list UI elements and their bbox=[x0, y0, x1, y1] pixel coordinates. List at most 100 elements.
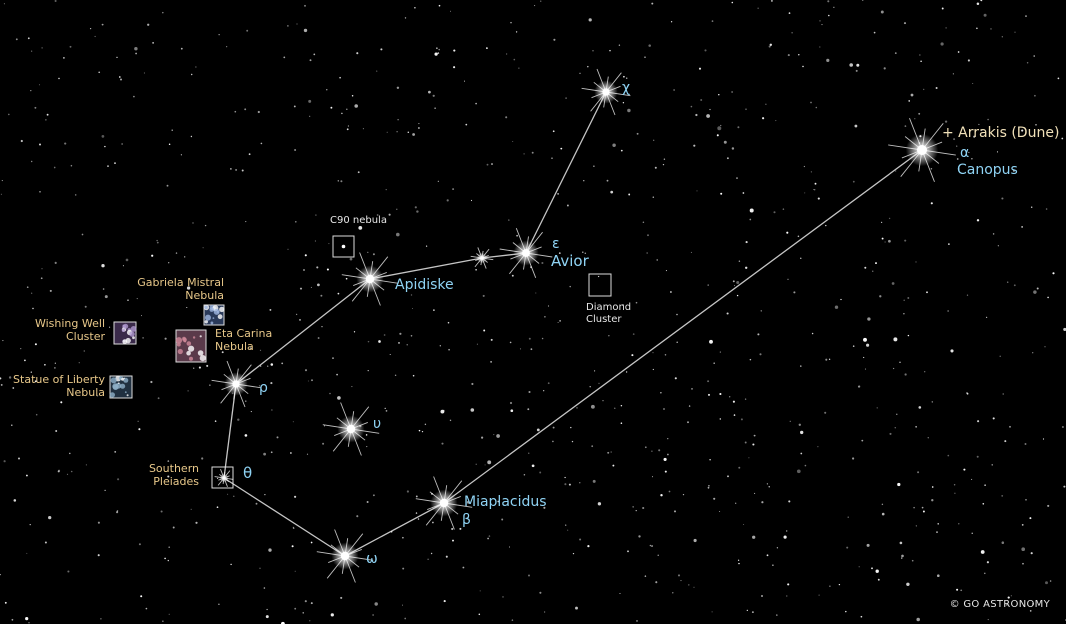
background-star bbox=[857, 385, 860, 388]
background-star bbox=[632, 333, 635, 335]
background-star bbox=[980, 0, 983, 1]
star-label-canopus-note: + Arrakis (Dune) bbox=[942, 125, 1060, 141]
star-spike bbox=[415, 498, 445, 504]
background-star bbox=[1044, 346, 1046, 348]
background-star bbox=[267, 365, 269, 367]
star-spike bbox=[888, 144, 923, 151]
star-label-miaplacidus-greek: β bbox=[462, 512, 471, 528]
background-star bbox=[800, 430, 804, 435]
background-star bbox=[1057, 77, 1060, 80]
background-star bbox=[622, 102, 625, 104]
background-star bbox=[917, 471, 920, 474]
background-star bbox=[410, 294, 413, 296]
background-star bbox=[635, 509, 637, 512]
background-star bbox=[838, 583, 841, 586]
background-star bbox=[452, 188, 455, 191]
star-spike bbox=[474, 257, 483, 268]
background-star bbox=[404, 17, 407, 19]
background-star bbox=[804, 192, 806, 194]
background-star bbox=[557, 192, 560, 195]
background-star bbox=[204, 224, 207, 227]
background-star bbox=[2, 340, 4, 342]
background-star bbox=[372, 253, 375, 256]
dso-label-wishing-well: Wishing Well Cluster bbox=[35, 317, 105, 343]
background-star bbox=[893, 337, 898, 342]
background-star bbox=[415, 495, 418, 498]
background-star bbox=[98, 71, 101, 74]
background-star bbox=[118, 76, 121, 78]
background-star bbox=[547, 382, 550, 385]
background-star bbox=[534, 5, 536, 7]
background-star bbox=[250, 411, 252, 413]
background-star bbox=[895, 170, 897, 172]
background-star bbox=[565, 97, 567, 99]
dso-thumb-speck bbox=[109, 392, 116, 398]
background-star bbox=[920, 60, 922, 62]
background-star bbox=[433, 309, 435, 311]
background-star bbox=[978, 123, 980, 126]
background-star bbox=[171, 129, 173, 131]
star-label-omega: ω bbox=[366, 551, 378, 567]
background-star bbox=[1021, 547, 1026, 552]
background-star bbox=[589, 385, 591, 388]
background-star bbox=[97, 554, 100, 557]
background-star bbox=[53, 166, 56, 169]
star-spike bbox=[900, 149, 923, 177]
background-star bbox=[753, 434, 756, 437]
background-star bbox=[367, 340, 370, 343]
background-star bbox=[340, 596, 343, 599]
background-star bbox=[510, 409, 514, 413]
background-star bbox=[658, 449, 661, 452]
background-star bbox=[0, 383, 3, 386]
dso-thumb-speck bbox=[219, 306, 225, 313]
background-star bbox=[558, 252, 561, 254]
background-star bbox=[980, 129, 983, 132]
background-star bbox=[863, 356, 865, 359]
background-star bbox=[337, 180, 340, 182]
background-star bbox=[866, 343, 870, 347]
background-star bbox=[716, 134, 719, 137]
star-spike bbox=[220, 469, 225, 479]
background-star bbox=[15, 38, 18, 41]
background-star bbox=[55, 430, 58, 432]
background-star bbox=[292, 526, 294, 529]
background-star bbox=[861, 439, 864, 442]
background-star bbox=[736, 280, 740, 285]
background-star bbox=[145, 607, 148, 610]
background-star bbox=[956, 145, 958, 147]
background-star bbox=[828, 358, 831, 360]
dso-label-southern-pleiades: Southern Pleiades bbox=[149, 462, 199, 488]
background-star bbox=[707, 486, 710, 489]
background-star bbox=[644, 446, 647, 449]
background-star bbox=[104, 145, 106, 148]
background-star bbox=[642, 506, 645, 510]
background-star bbox=[1004, 440, 1007, 443]
background-star bbox=[304, 600, 307, 603]
background-star bbox=[356, 515, 359, 518]
background-star bbox=[665, 270, 667, 272]
background-star bbox=[693, 586, 695, 588]
background-star bbox=[116, 56, 118, 59]
background-star bbox=[881, 512, 885, 516]
star-upsilon bbox=[322, 402, 380, 456]
background-star bbox=[752, 443, 755, 446]
background-star bbox=[984, 484, 986, 486]
background-star bbox=[847, 516, 849, 518]
deep-sky-markers bbox=[109, 235, 612, 489]
background-star bbox=[168, 262, 170, 264]
star-core bbox=[522, 249, 530, 257]
star-midAvior bbox=[470, 247, 494, 269]
background-star bbox=[858, 385, 861, 388]
background-star bbox=[709, 108, 711, 111]
dso-label-diamond-line2: Cluster bbox=[586, 313, 622, 325]
dso-thumb-speck bbox=[120, 383, 126, 389]
background-star bbox=[270, 451, 273, 454]
background-star bbox=[30, 90, 32, 92]
background-star bbox=[871, 567, 873, 570]
dso-thumb-speck bbox=[121, 377, 125, 381]
star-core bbox=[480, 256, 484, 260]
background-star bbox=[1029, 517, 1032, 520]
background-star bbox=[731, 147, 735, 150]
background-star bbox=[389, 354, 391, 355]
background-star bbox=[160, 510, 163, 513]
